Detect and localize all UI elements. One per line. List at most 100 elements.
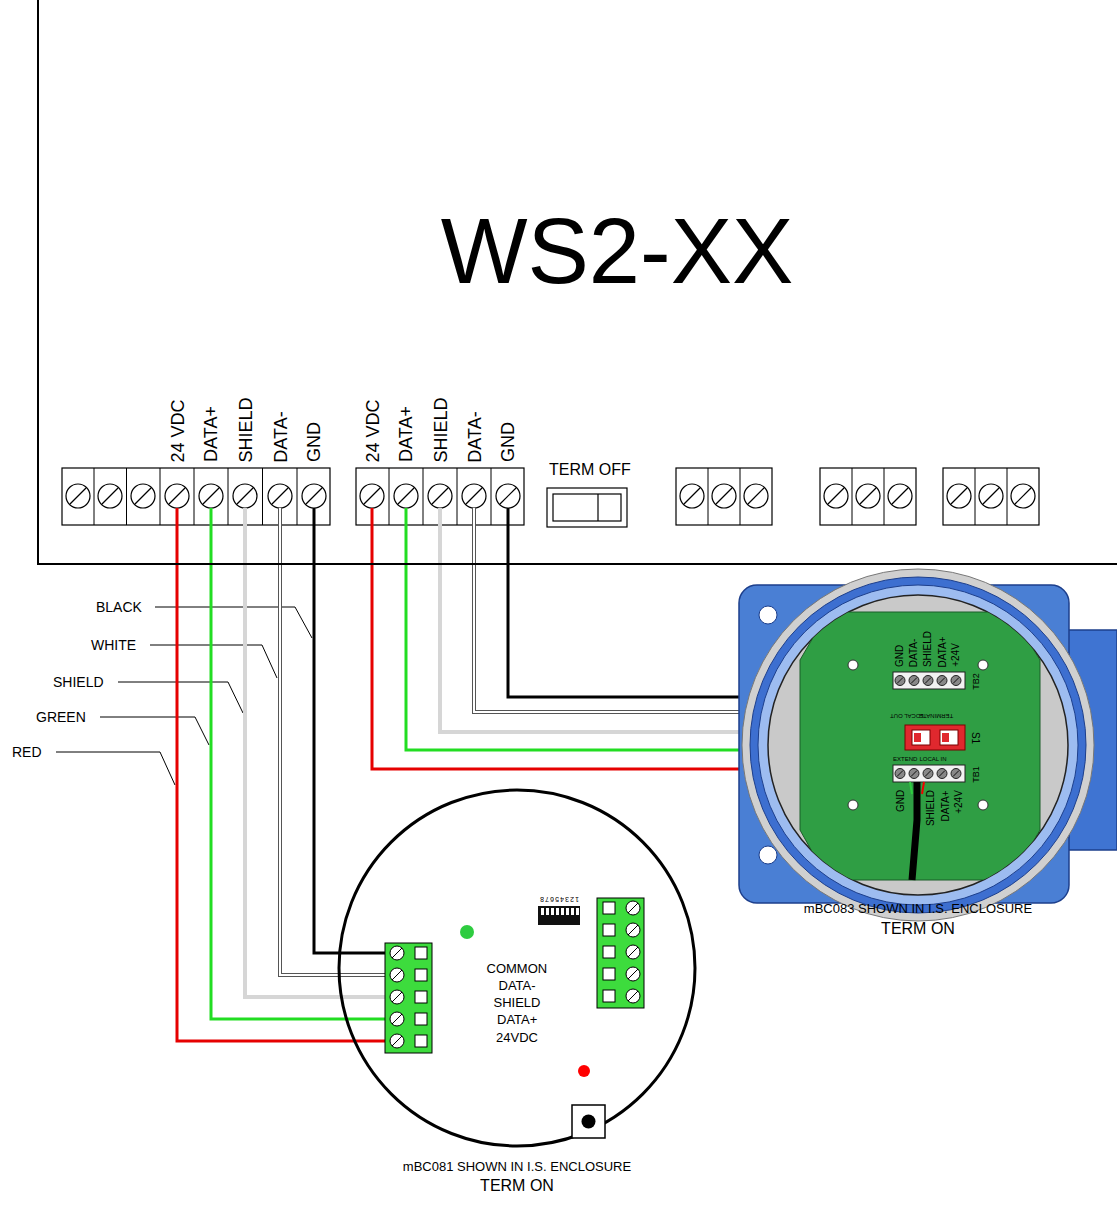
wire-stroke (177, 508, 388, 1041)
wire-stroke (440, 508, 745, 732)
terminal-label: SHIELD (494, 996, 541, 1009)
switch-body (547, 488, 627, 527)
terminal-outline (676, 468, 772, 525)
board-label: LOCAL OUT (890, 713, 924, 719)
board-label: +24V (951, 643, 961, 667)
screw-slot (432, 488, 448, 504)
screw-slot (897, 678, 903, 684)
screw-slot (392, 992, 402, 1002)
dip-switch (538, 906, 580, 925)
terminal-divider (194, 468, 195, 525)
board-terminal (893, 672, 965, 689)
terminal-screw (462, 484, 486, 508)
screw-slot (306, 488, 322, 504)
screw-slot (392, 1036, 402, 1046)
terminal-label: DATA- (271, 411, 289, 462)
screw-slot (102, 488, 118, 504)
screw-slot (628, 903, 638, 913)
cable (912, 782, 917, 880)
terminal-divider (884, 468, 885, 525)
wire (211, 508, 388, 1019)
board-label: LOCAL IN (920, 756, 947, 762)
terminal-divider (126, 468, 127, 525)
screw-slot (1015, 488, 1031, 504)
screw-slot (398, 488, 414, 504)
terminal-divider (1007, 468, 1008, 525)
enclosure-outline (339, 790, 695, 1146)
terminal-socket (415, 969, 427, 981)
wire-color-label: RED (12, 745, 42, 759)
dip-number: 8 (540, 896, 544, 903)
dip-number: 4 (560, 896, 564, 903)
terminal-screw (626, 945, 640, 959)
terminal-screw (233, 484, 257, 508)
terminal-label: GND (305, 422, 323, 462)
terminal-outline (62, 468, 330, 525)
outer-ring (742, 569, 1094, 921)
terminal-label: DATA+ (397, 406, 415, 462)
dip-slot (556, 908, 559, 915)
blue-ring (750, 577, 1086, 913)
wire-stroke (245, 508, 388, 997)
terminal-screw (428, 484, 452, 508)
terminal-socket (603, 968, 615, 980)
terminal-socket (603, 946, 615, 958)
board-label: GND (895, 645, 905, 667)
terminal-screw (131, 484, 155, 508)
mbc081-enclosure: mBC081 SHOWN IN I.S. ENCLOSURETERM ON (330, 785, 705, 1200)
screw-slot (392, 1014, 402, 1024)
terminal-screw (712, 484, 736, 508)
terminal-screw (98, 484, 122, 508)
terminal-label: DATA- (465, 411, 483, 462)
terminal-divider (457, 468, 458, 525)
terminal-screw (626, 923, 640, 937)
terminal-socket (603, 902, 615, 914)
wire (245, 508, 388, 997)
board-hole (848, 660, 858, 670)
terminal-screw (394, 484, 418, 508)
push-button (572, 1105, 605, 1138)
screw-slot (953, 678, 959, 684)
board-label: TB2 (971, 673, 980, 690)
wire-stroke (314, 508, 388, 953)
terminal-divider (852, 468, 853, 525)
wire-stroke (211, 508, 388, 1019)
terminal-screw (626, 989, 640, 1003)
terminal-outline (943, 468, 1039, 525)
circuit-board (800, 612, 1040, 880)
screw-slot (892, 488, 908, 504)
screw-slot (684, 488, 700, 504)
screw-slot (364, 488, 380, 504)
board-label: SHIELD (923, 631, 933, 667)
leader-line (100, 717, 209, 745)
terminal-label: SHIELD (431, 397, 449, 462)
board-label: TB1 (971, 766, 980, 783)
board-label: EXTEND (893, 756, 917, 762)
terminal-label: COMMON (487, 962, 548, 975)
board-screw (951, 769, 961, 779)
node-note: TERM ON (881, 921, 955, 937)
leader-lines (56, 607, 312, 785)
terminal-block (385, 943, 432, 1053)
dip-slot (551, 908, 554, 915)
terminal-screw (979, 484, 1003, 508)
terminal-block (676, 468, 772, 525)
terminal-screw (390, 1012, 404, 1026)
terminal-divider (975, 468, 976, 525)
board-hole (978, 660, 988, 670)
wire (314, 508, 388, 953)
screw-slot (897, 771, 903, 777)
terminal-screw (165, 484, 189, 508)
enclosure-bore (768, 595, 1068, 895)
screw-slot (392, 948, 402, 958)
wire-stroke (406, 508, 745, 750)
terminal-block (62, 468, 330, 525)
screw-slot (466, 488, 482, 504)
dip-slot (566, 908, 569, 915)
screw-slot (628, 969, 638, 979)
node-note: TERM ON (480, 1178, 554, 1194)
terminal-screw (390, 1034, 404, 1048)
terminal-block (943, 468, 1039, 525)
controller-box: WS2-XX (37, 0, 1117, 565)
screw-slot (628, 991, 638, 1001)
